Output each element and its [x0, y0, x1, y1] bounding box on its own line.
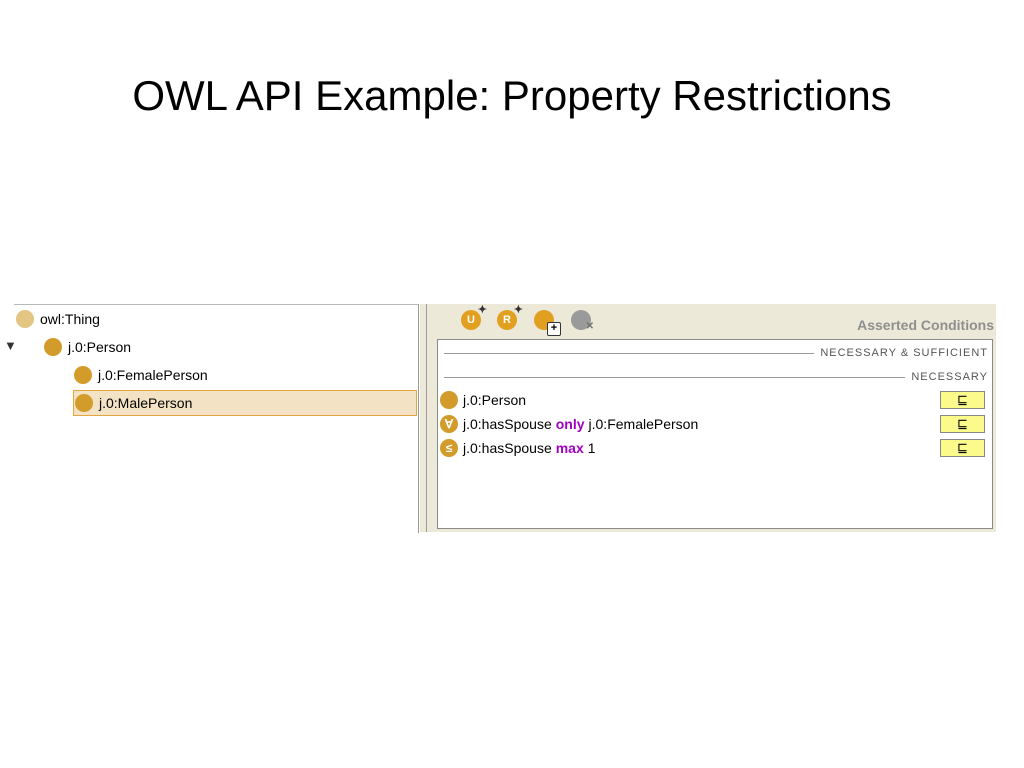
forall-restriction-icon: ∀ — [440, 415, 458, 433]
class-icon — [75, 394, 93, 412]
class-icon — [440, 391, 458, 409]
conditions-toolbar: U✦ R✦ + ✕ Asserted Conditions — [429, 304, 996, 338]
condition-subject: j.0:Person — [463, 392, 527, 408]
restriction-keyword: max — [555, 440, 584, 456]
panel-title: Asserted Conditions — [857, 317, 994, 333]
condition-property: j.0:hasSpouse — [463, 416, 552, 432]
conditions-list: NECESSARY & SUFFICIENT NECESSARY j.0:Per… — [437, 339, 993, 529]
create-union-icon[interactable]: U✦ — [461, 304, 487, 330]
create-restriction-icon[interactable]: R✦ — [497, 304, 523, 330]
max-cardinality-icon: ≤ — [440, 439, 458, 457]
condition-filler: j.0:FemalePerson — [588, 416, 699, 432]
slide-title: OWL API Example: Property Restrictions — [132, 72, 892, 119]
remove-condition-icon[interactable]: ✕ — [571, 310, 594, 332]
tree-item-label: j.0:FemalePerson — [98, 367, 208, 383]
tree-item-male-person[interactable]: j.0:MalePerson — [73, 390, 417, 416]
class-icon — [44, 338, 62, 356]
condition-filler: 1 — [587, 440, 596, 456]
condition-row[interactable]: ∀ j.0:hasSpouse only j.0:FemalePerson — [440, 413, 698, 435]
class-icon — [74, 366, 92, 384]
tree-item-label: owl:Thing — [40, 311, 100, 327]
tree-item-owl-thing[interactable]: owl:Thing — [16, 306, 100, 332]
subclass-relation-badge[interactable]: ⊑ — [940, 439, 985, 457]
tree-item-label: j.0:Person — [68, 339, 132, 355]
tree-item-label: j.0:MalePerson — [99, 395, 193, 411]
class-tree-panel: owl:Thing j.0:Person j.0:FemalePerson j.… — [14, 304, 419, 533]
condition-row[interactable]: ≤ j.0:hasSpouse max 1 — [440, 437, 596, 459]
subclass-relation-badge[interactable]: ⊑ — [940, 415, 985, 433]
add-named-class-icon[interactable]: + — [534, 310, 561, 336]
tree-item-person[interactable]: j.0:Person — [44, 334, 131, 360]
restriction-keyword: only — [555, 416, 585, 432]
triangle-down-icon[interactable]: ▼ — [4, 338, 17, 353]
condition-row[interactable]: j.0:Person — [440, 389, 526, 411]
section-header-necessary-sufficient: NECESSARY & SUFFICIENT — [444, 346, 988, 360]
asserted-conditions-panel: U✦ R✦ + ✕ Asserted Conditions NECESSARY … — [429, 304, 996, 532]
section-header-necessary: NECESSARY — [444, 370, 988, 384]
subclass-relation-badge[interactable]: ⊑ — [940, 391, 985, 409]
tree-item-female-person[interactable]: j.0:FemalePerson — [74, 362, 208, 388]
class-icon — [16, 310, 34, 328]
condition-property: j.0:hasSpouse — [463, 440, 552, 456]
